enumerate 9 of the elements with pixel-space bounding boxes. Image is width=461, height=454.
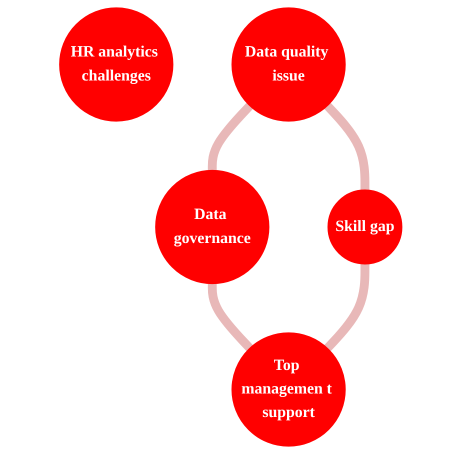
node-circle: Data quality issue bbox=[231, 7, 346, 122]
connector bbox=[324, 264, 370, 352]
connector bbox=[324, 102, 370, 190]
node-circle: Skill gap bbox=[327, 190, 402, 264]
node-circle: HR analytics challenges bbox=[58, 7, 174, 122]
connector bbox=[208, 283, 253, 352]
node-circle: Data governance bbox=[154, 170, 270, 284]
connector bbox=[208, 102, 253, 171]
node-circle: Top managemen t support bbox=[231, 332, 346, 447]
